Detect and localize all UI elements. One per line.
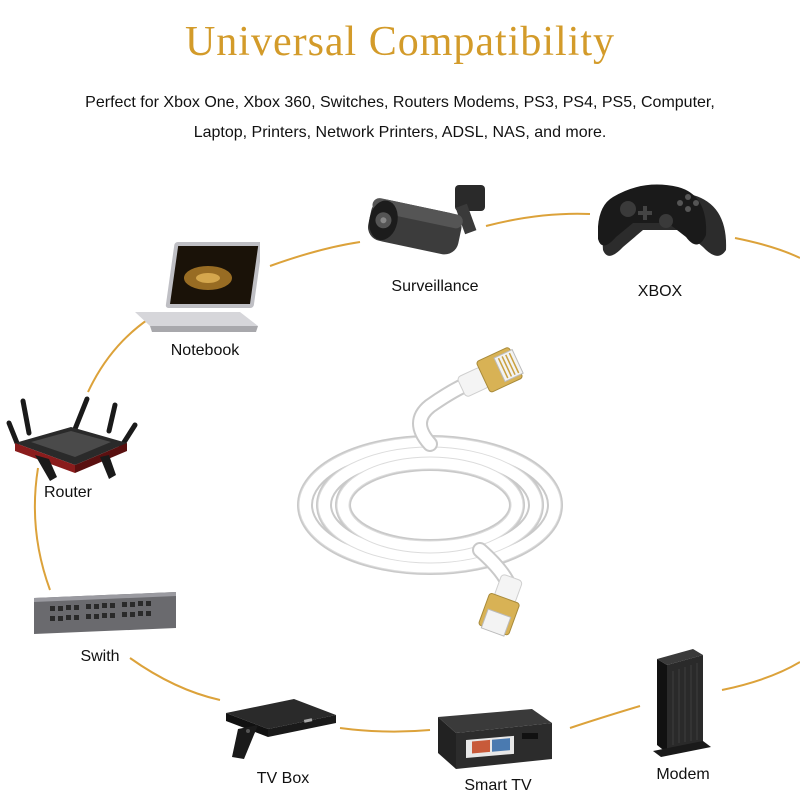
tv-box-device <box>218 685 338 765</box>
subtitle: Perfect for Xbox One, Xbox 360, Switches… <box>40 88 760 148</box>
tv-box-label: TV Box <box>256 770 310 787</box>
camera-icon <box>367 185 485 255</box>
router-label: Router <box>43 484 93 501</box>
tvbox-icon <box>226 699 336 759</box>
switch-label: Swith <box>80 648 120 665</box>
surveillance-label: Surveillance <box>391 278 479 295</box>
printer-icon <box>438 709 552 769</box>
modem-icon <box>653 649 711 757</box>
subtitle-line-1: Perfect for Xbox One, Xbox 360, Switches… <box>85 94 715 111</box>
smart-tv-device <box>432 705 557 778</box>
notebook-device <box>130 240 263 340</box>
xbox-label: XBOX <box>637 283 683 300</box>
router-device <box>5 395 140 490</box>
gamepad-icon <box>597 184 727 256</box>
switch-icon <box>34 592 176 634</box>
switch-device <box>30 590 180 645</box>
page-title: Universal Compatibility <box>184 19 616 65</box>
laptop-icon <box>135 242 263 332</box>
modem-label: Modem <box>656 766 710 783</box>
notebook-label: Notebook <box>170 342 240 359</box>
surveillance-device <box>360 175 500 280</box>
smart-tv-label: Smart TV <box>464 777 532 794</box>
modem-device <box>645 645 720 765</box>
router-icon <box>6 396 138 481</box>
xbox-device <box>597 175 733 270</box>
ethernet-cable-icon <box>297 347 563 637</box>
subtitle-line-2: Laptop, Printers, Network Printers, ADSL… <box>193 124 607 141</box>
